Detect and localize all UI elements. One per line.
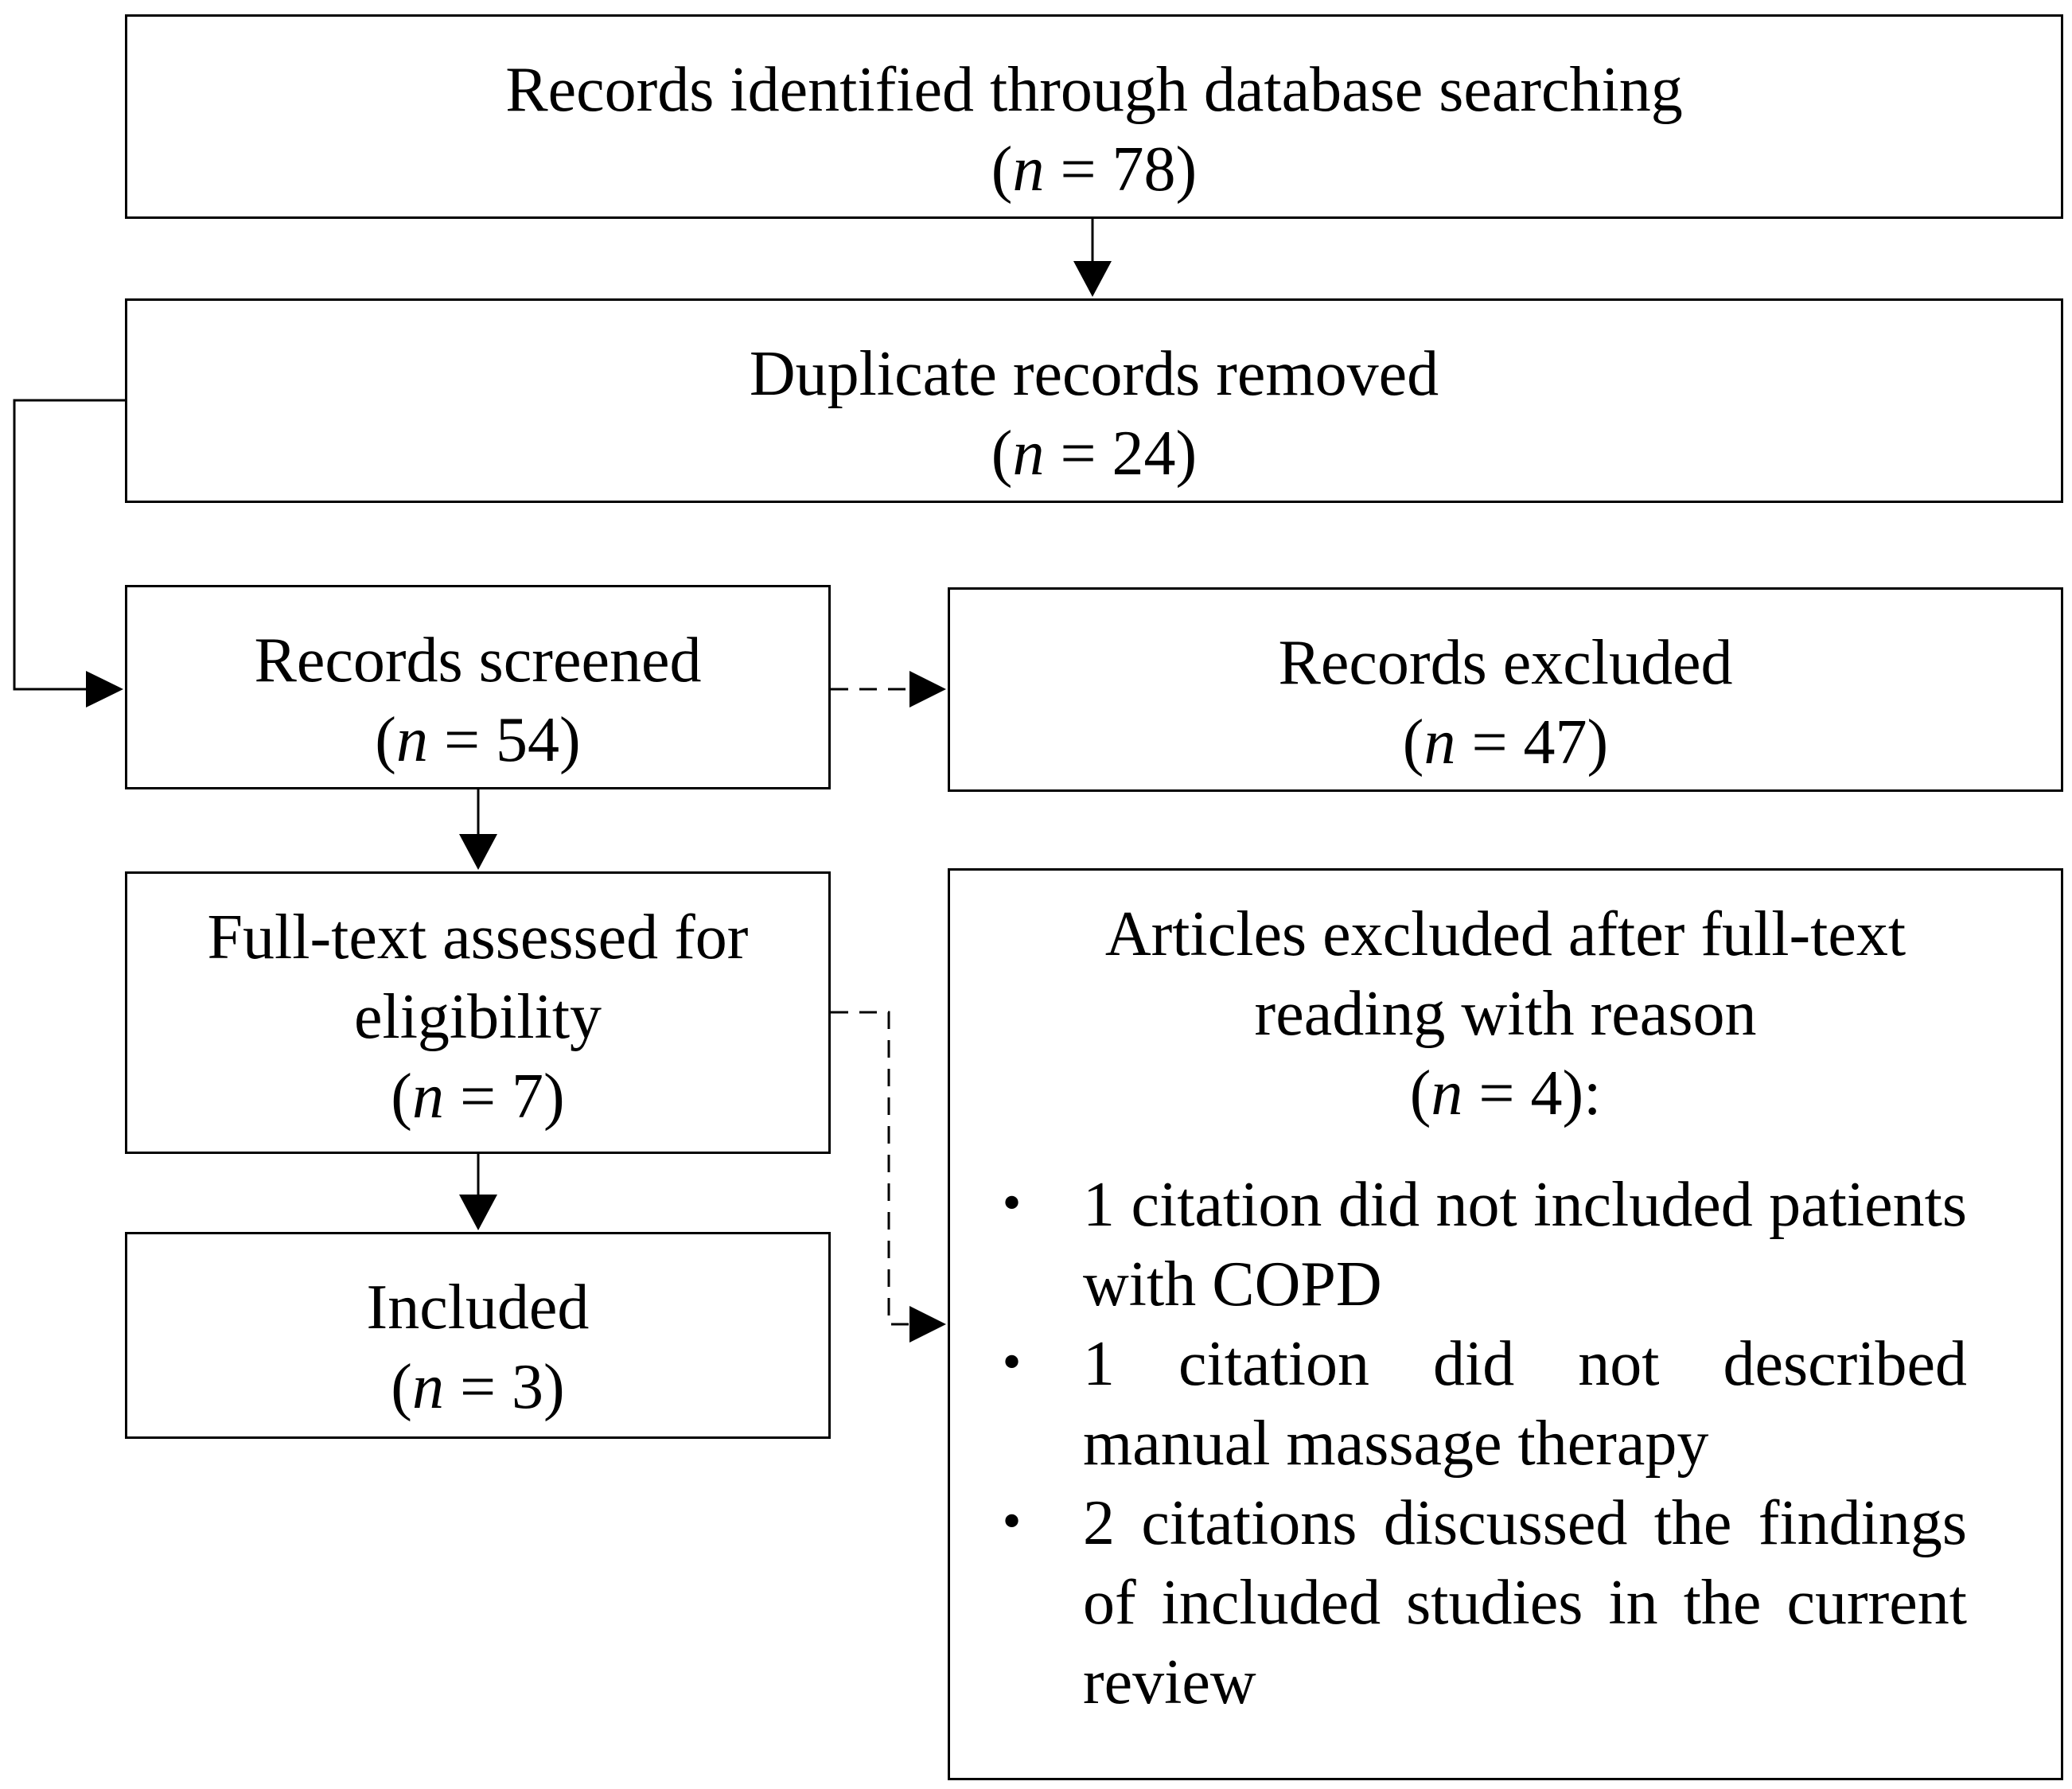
arrowhead-fulltext-to-articles-excluded [909,1306,946,1343]
duplicates-removed-box: Duplicate records removed (n = 24) [125,298,2063,503]
included-box: Included (n = 3) [125,1232,831,1439]
exclusion-reason-1-text: 1 citation did not included patients wit… [1083,1170,1967,1319]
exclusion-reason-2-text: 1 citation did not described manual mass… [1083,1329,1967,1479]
duplicates-removed-label: Duplicate records removed [749,339,1439,409]
records-identified-count: (n = 78) [991,134,1198,205]
arrowhead-screened-to-fulltext [459,834,497,870]
records-identified-label: Records identified through database sear… [505,55,1683,125]
arrow-fulltext-to-articles-excluded [831,1011,911,1326]
bullet-icon: • [999,1179,1026,1230]
fulltext-assessed-label-line1: Full-text assessed for [207,902,749,972]
included-count: (n = 3) [391,1352,565,1422]
fulltext-assessed-label-line2: eligibility [353,982,602,1052]
articles-excluded-box: Articles excluded after full-text readin… [948,868,2063,1780]
arrowhead-duplicates-to-screened [86,671,123,707]
articles-excluded-count: (n = 4): [1409,1058,1602,1128]
records-screened-label: Records screened [254,626,702,696]
fulltext-assessed-count: (n = 7) [391,1062,565,1132]
records-screened-box: Records screened (n = 54) [125,585,831,789]
exclusion-reason-1: • 1 citation did not included patients wi… [999,1165,1967,1324]
records-excluded-count: (n = 47) [1402,707,1609,778]
bullet-icon: • [999,1497,1026,1549]
arrowhead-fulltext-to-included [459,1195,497,1230]
records-excluded-label: Records excluded [1278,628,1733,698]
records-identified-box: Records identified through database sear… [125,14,2063,219]
exclusion-reason-3-text: 2 citations discussed the findings of in… [1083,1488,1967,1717]
fulltext-assessed-box: Full-text assessed for eligibility (n = … [125,871,831,1154]
exclusion-reason-3: • 2 citations discussed the findings of i… [999,1483,1967,1722]
duplicates-removed-count: (n = 24) [991,419,1198,489]
exclusion-reason-2: • 1 citation did not described manual mas… [999,1324,1967,1483]
articles-excluded-label-line1: Articles excluded after full-text [1104,899,1906,969]
arrowhead-identified-to-duplicates [1073,261,1112,297]
arrowhead-screened-to-excluded [909,671,946,707]
included-label: Included [366,1273,590,1343]
exclusion-reasons-list: • 1 citation did not included patients wi… [950,1165,2061,1722]
articles-excluded-label-line2: reading with reason [1254,979,1757,1049]
records-screened-count: (n = 54) [375,705,581,775]
records-excluded-box: Records excluded (n = 47) [948,587,2063,792]
arrow-duplicates-to-screened [13,399,133,691]
bullet-icon: • [999,1338,1026,1389]
